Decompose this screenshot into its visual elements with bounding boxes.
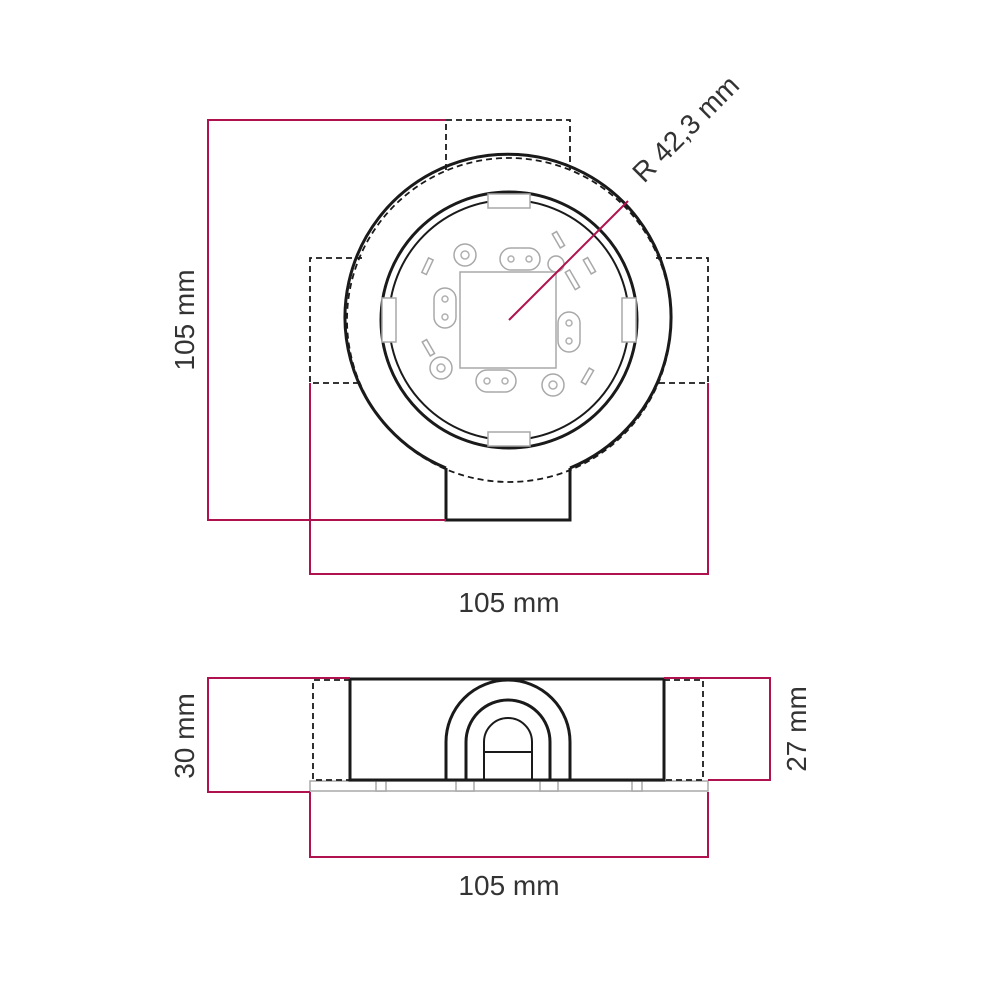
inner-details xyxy=(420,230,597,397)
side-width-dimension xyxy=(309,792,709,858)
slot-left-hole-b xyxy=(441,313,449,321)
knockout-bottom xyxy=(444,468,572,522)
base-tab-1 xyxy=(375,780,387,792)
boss-top-left xyxy=(453,243,477,267)
rib-2 xyxy=(421,338,436,357)
boss-top-left-hole xyxy=(460,250,470,260)
rib-4 xyxy=(580,367,595,386)
slot-left xyxy=(433,287,457,329)
top-height-label: 105 mm xyxy=(169,269,200,370)
side-height-right-label: 27 mm xyxy=(781,686,812,772)
slot-left-hole-a xyxy=(441,295,449,303)
ring-lugs xyxy=(381,193,637,447)
base-plate xyxy=(309,780,709,792)
slot-right-hole-b xyxy=(565,337,573,345)
side-height-right-dimension xyxy=(664,677,771,781)
slot-bottom-hole-b xyxy=(501,377,509,385)
side-knockout-right xyxy=(664,679,704,781)
radius-line xyxy=(508,200,629,321)
side-width-label: 105 mm xyxy=(458,870,559,901)
lug-top xyxy=(487,193,531,209)
arch-inner xyxy=(464,698,552,780)
base-tab-3 xyxy=(539,780,559,792)
rib-3 xyxy=(582,256,597,275)
side-height-left-label: 30 mm xyxy=(169,693,200,779)
rib-6 xyxy=(564,268,581,291)
lug-right xyxy=(621,297,637,343)
slot-bottom xyxy=(475,369,517,393)
outer-circle xyxy=(343,152,673,470)
base-tab-4 xyxy=(631,780,643,792)
slot-top-hole-b xyxy=(525,255,533,263)
slot-top-hole-a xyxy=(507,255,515,263)
rib-5 xyxy=(551,230,566,249)
side-height-left-dimension xyxy=(207,677,350,793)
arch-outer xyxy=(444,678,572,780)
knockout-left xyxy=(309,257,362,384)
top-view: R 42,3 mm 105 mm 105 mm xyxy=(169,69,745,618)
boss-bottom-right-hole xyxy=(548,380,558,390)
slot-bottom-hole-a xyxy=(483,377,491,385)
boss-bottom-left-hole xyxy=(436,363,446,373)
radius-label: R 42,3 mm xyxy=(626,69,745,188)
inner-ring xyxy=(379,190,639,450)
boss-bottom-left xyxy=(429,356,453,380)
lug-left xyxy=(381,297,397,343)
slot-right xyxy=(557,311,581,353)
knockout-right xyxy=(656,257,709,384)
lug-bottom xyxy=(487,431,531,447)
side-view: 30 mm 27 mm 105 mm xyxy=(169,677,812,901)
boss-bottom-right xyxy=(541,373,565,397)
top-width-label: 105 mm xyxy=(458,587,559,618)
arch-innermost xyxy=(483,717,533,780)
height-dimension-line xyxy=(207,119,446,521)
top-view-knockouts xyxy=(309,119,709,483)
slot-top xyxy=(499,247,541,271)
side-body xyxy=(348,677,666,782)
width-dimension-line xyxy=(309,383,709,575)
slot-right-hole-a xyxy=(565,319,573,327)
base-tab-2 xyxy=(455,780,475,792)
boss-top-right xyxy=(547,255,565,273)
side-knockout-left xyxy=(312,679,350,781)
knockout-top xyxy=(445,119,571,170)
rib-1 xyxy=(420,256,435,276)
